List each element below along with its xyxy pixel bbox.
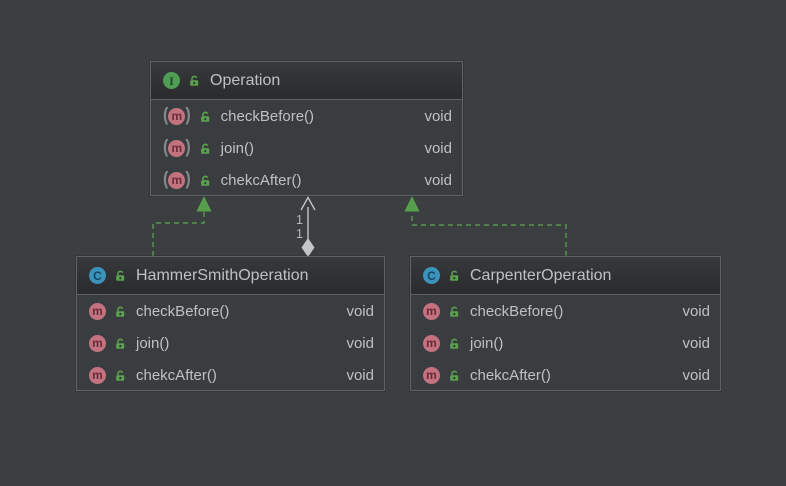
method-return-type: void xyxy=(682,334,710,352)
method-icon: m xyxy=(423,302,440,320)
abstract-paren-open: ( xyxy=(163,105,169,126)
method-return-type: void xyxy=(424,107,452,125)
association-edge[interactable]: 1 1 xyxy=(296,196,316,258)
multiplicity-label-upper: 1 xyxy=(296,213,303,227)
lock-icon xyxy=(113,269,126,282)
realization-edge-left-line xyxy=(152,212,205,256)
interface-icon: I xyxy=(163,72,180,89)
class-box-hammersmithoperation[interactable]: C HammerSmithOperation m checkBefore() v… xyxy=(76,256,385,391)
realization-arrowhead-left-icon xyxy=(196,196,212,212)
lock-icon xyxy=(187,74,200,87)
lock-icon xyxy=(447,269,460,282)
class-title: Operation xyxy=(210,71,281,89)
method-name: join() xyxy=(136,334,170,352)
method-return-type: void xyxy=(424,139,452,157)
lock-icon xyxy=(198,174,211,187)
method-row[interactable]: m join() void xyxy=(77,327,384,359)
class-icon-letter: C xyxy=(93,268,102,283)
realization-arrowhead-right-icon xyxy=(404,196,420,212)
abstract-method-icon: ( m ) xyxy=(163,105,191,126)
open-arrowhead-icon xyxy=(300,196,316,211)
method-return-type: void xyxy=(346,334,374,352)
abstract-method-icon: ( m ) xyxy=(163,169,191,190)
realization-edge-right-line xyxy=(411,212,567,256)
lock-icon xyxy=(447,369,460,382)
realization-edge-left[interactable] xyxy=(152,196,212,256)
method-row[interactable]: ( m ) join() void xyxy=(151,132,462,164)
lock-icon xyxy=(113,369,126,382)
abstract-paren-close: ) xyxy=(185,169,191,190)
method-row[interactable]: ( m ) chekcAfter() void xyxy=(151,164,462,196)
aggregation-diamond-icon xyxy=(301,238,315,257)
method-name: join() xyxy=(470,334,504,352)
method-name: checkBefore() xyxy=(220,107,315,125)
method-icon: m xyxy=(89,366,106,384)
method-name: checkBefore() xyxy=(136,302,230,320)
method-icon: m xyxy=(423,366,440,384)
method-return-type: void xyxy=(346,302,374,320)
method-name: join() xyxy=(220,139,254,157)
method-row[interactable]: m checkBefore() void xyxy=(411,295,720,327)
abstract-method-icon: ( m ) xyxy=(163,137,191,158)
lock-icon xyxy=(198,142,211,155)
lock-icon xyxy=(447,305,460,318)
method-name: chekcAfter() xyxy=(220,171,302,189)
method-icon: m xyxy=(89,302,106,320)
method-return-type: void xyxy=(682,302,710,320)
method-row[interactable]: m chekcAfter() void xyxy=(77,359,384,391)
class-title: CarpenterOperation xyxy=(470,266,612,284)
class-icon: C xyxy=(89,267,106,284)
class-icon: C xyxy=(423,267,440,284)
lock-icon xyxy=(198,110,211,123)
method-icon: m xyxy=(423,334,440,352)
class-title: HammerSmithOperation xyxy=(136,266,309,284)
method-name: chekcAfter() xyxy=(136,366,217,384)
method-return-type: void xyxy=(424,171,452,189)
class-header-carpenteroperation[interactable]: C CarpenterOperation xyxy=(411,257,720,295)
class-header-hammersmithoperation[interactable]: C HammerSmithOperation xyxy=(77,257,384,295)
lock-icon xyxy=(113,305,126,318)
class-icon-letter: C xyxy=(427,268,436,283)
interface-icon-letter: I xyxy=(169,73,174,88)
class-box-carpenteroperation[interactable]: C CarpenterOperation m checkBefore() voi… xyxy=(410,256,721,391)
method-row[interactable]: m join() void xyxy=(411,327,720,359)
method-return-type: void xyxy=(346,366,374,384)
class-header-operation[interactable]: I Operation xyxy=(151,62,462,100)
lock-icon xyxy=(113,337,126,350)
lock-icon xyxy=(447,337,460,350)
abstract-paren-open: ( xyxy=(163,137,169,158)
method-return-type: void xyxy=(682,366,710,384)
multiplicity-label-lower: 1 xyxy=(296,227,303,241)
method-row[interactable]: m chekcAfter() void xyxy=(411,359,720,391)
method-row[interactable]: ( m ) checkBefore() void xyxy=(151,100,462,132)
abstract-paren-close: ) xyxy=(185,105,191,126)
abstract-paren-close: ) xyxy=(185,137,191,158)
abstract-paren-open: ( xyxy=(163,169,169,190)
method-row[interactable]: m checkBefore() void xyxy=(77,295,384,327)
method-icon: m xyxy=(89,334,106,352)
realization-edge-right[interactable] xyxy=(404,196,567,256)
class-box-operation[interactable]: I Operation ( m ) checkBefore() void ( m… xyxy=(150,61,463,196)
method-name: chekcAfter() xyxy=(470,366,551,384)
method-name: checkBefore() xyxy=(470,302,564,320)
